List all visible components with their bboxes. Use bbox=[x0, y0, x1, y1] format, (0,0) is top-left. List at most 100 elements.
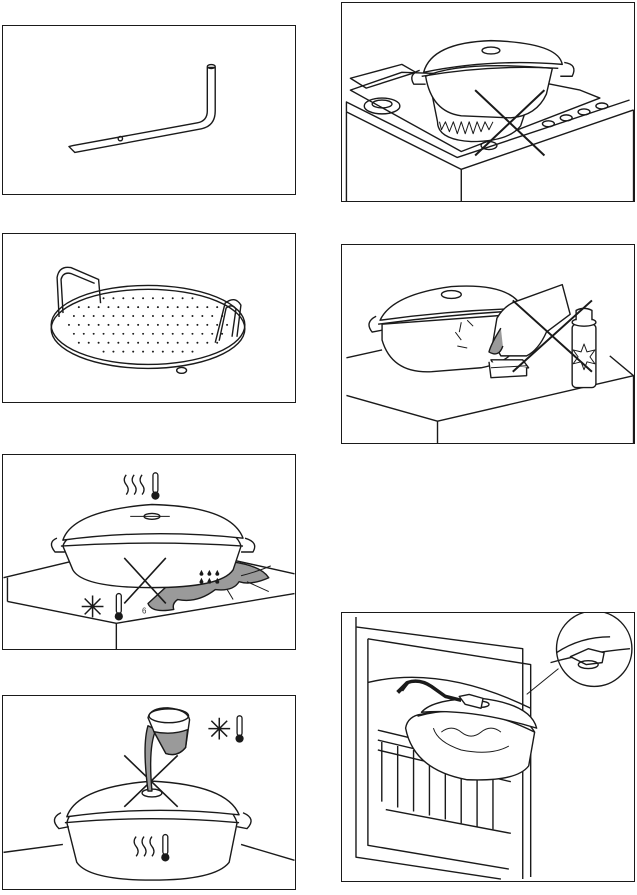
hot-dish-on-cold-surface-icon: 6 bbox=[3, 455, 295, 649]
perforation-hole bbox=[142, 297, 144, 299]
perforation-hole bbox=[167, 324, 169, 326]
perforation-hole bbox=[103, 297, 105, 299]
perforation-hole bbox=[191, 351, 193, 353]
perforation-hole bbox=[122, 333, 124, 335]
thermometer-icon bbox=[115, 594, 122, 620]
perforation-hole bbox=[117, 342, 119, 344]
perforation-hole bbox=[162, 315, 164, 317]
perforation-hole bbox=[196, 324, 198, 326]
perforation-hole bbox=[103, 315, 105, 317]
perforation-hole bbox=[157, 306, 159, 308]
perforation-hole bbox=[226, 324, 228, 326]
perforation-hole bbox=[172, 297, 174, 299]
perforation-hole bbox=[147, 306, 149, 308]
perforation-hole bbox=[182, 315, 184, 317]
perforation-hole bbox=[182, 333, 184, 335]
perforation-hole bbox=[83, 315, 85, 317]
perforation-hole bbox=[112, 297, 114, 299]
perforation-hole bbox=[162, 333, 164, 335]
perforation-hole bbox=[187, 324, 189, 326]
perforation-hole bbox=[122, 297, 124, 299]
heat-waves-icon bbox=[124, 475, 144, 495]
perforation-hole bbox=[117, 324, 119, 326]
perforation-hole bbox=[73, 315, 75, 317]
perforation-hole bbox=[216, 306, 218, 308]
perforated-insert-icon bbox=[3, 234, 295, 402]
perforation-hole bbox=[147, 324, 149, 326]
perforation-hole bbox=[152, 315, 154, 317]
perforation-hole bbox=[201, 333, 203, 335]
perforation-hole bbox=[201, 315, 203, 317]
perforation-hole bbox=[103, 351, 105, 353]
abrasive-cleaning-prohibited-icon bbox=[342, 245, 634, 443]
perforation-hole bbox=[167, 306, 169, 308]
perforation-hole bbox=[187, 342, 189, 344]
snowflake-icon bbox=[208, 718, 230, 740]
perforation-hole bbox=[93, 315, 95, 317]
perforation-hole bbox=[78, 324, 80, 326]
figure-oven bbox=[341, 612, 635, 882]
perforation-hole bbox=[127, 306, 129, 308]
perforation-hole bbox=[103, 333, 105, 335]
perforation-hole bbox=[191, 297, 193, 299]
perforation-hole bbox=[137, 306, 139, 308]
perforation-hole bbox=[88, 306, 90, 308]
perforation-hole bbox=[73, 333, 75, 335]
perforation-hole bbox=[177, 324, 179, 326]
perforation-hole bbox=[112, 333, 114, 335]
perforation-hole bbox=[211, 333, 213, 335]
perforation-hole bbox=[206, 324, 208, 326]
dish-on-gas-hob-prohibited-icon bbox=[342, 3, 634, 201]
perforation-hole bbox=[88, 342, 90, 344]
perforation-hole bbox=[177, 342, 179, 344]
perforation-hole bbox=[196, 342, 198, 344]
perforation-hole bbox=[152, 351, 154, 353]
perforation-hole bbox=[142, 315, 144, 317]
perforation-hole bbox=[182, 297, 184, 299]
thermometer-icon bbox=[152, 473, 159, 499]
figure-cold-surface: 6 bbox=[2, 454, 296, 650]
perforation-hole bbox=[152, 333, 154, 335]
perforation-hole bbox=[117, 306, 119, 308]
perforation-hole bbox=[157, 324, 159, 326]
perforation-hole bbox=[88, 324, 90, 326]
perforation-hole bbox=[187, 306, 189, 308]
perforation-hole bbox=[206, 342, 208, 344]
perforation-hole bbox=[196, 306, 198, 308]
perforation-hole bbox=[191, 315, 193, 317]
thermometer-icon bbox=[236, 716, 243, 742]
perforation-hole bbox=[107, 324, 109, 326]
perforation-hole bbox=[122, 315, 124, 317]
perforation-hole bbox=[127, 324, 129, 326]
perforation-hole bbox=[172, 351, 174, 353]
perforation-hole bbox=[221, 333, 223, 335]
perforation-hole bbox=[211, 315, 213, 317]
perforation-hole bbox=[93, 333, 95, 335]
perforation-hole bbox=[122, 351, 124, 353]
perforation-hole bbox=[98, 342, 100, 344]
perforation-hole bbox=[142, 351, 144, 353]
perforation-hole bbox=[147, 342, 149, 344]
perforation-hole bbox=[162, 351, 164, 353]
perforation-hole bbox=[112, 351, 114, 353]
perforation-hole bbox=[177, 306, 179, 308]
perforation-hole bbox=[216, 324, 218, 326]
perforation-hole bbox=[83, 333, 85, 335]
perforation-hole bbox=[132, 315, 134, 317]
perforation-hole bbox=[107, 342, 109, 344]
perforation-hole bbox=[162, 297, 164, 299]
perforation-hole bbox=[78, 306, 80, 308]
perforation-hole bbox=[216, 342, 218, 344]
perforation-hole bbox=[98, 306, 100, 308]
perforation-hole bbox=[98, 324, 100, 326]
perforation-hole bbox=[78, 342, 80, 344]
perforation-hole bbox=[137, 324, 139, 326]
perforation-hole bbox=[112, 315, 114, 317]
figure-gas-hob bbox=[341, 2, 635, 202]
perforation-hole bbox=[132, 297, 134, 299]
perforation-hole bbox=[132, 333, 134, 335]
perforation-hole bbox=[157, 342, 159, 344]
perforation-hole bbox=[152, 297, 154, 299]
steam-tube-icon bbox=[3, 26, 295, 194]
perforation-hole bbox=[206, 306, 208, 308]
